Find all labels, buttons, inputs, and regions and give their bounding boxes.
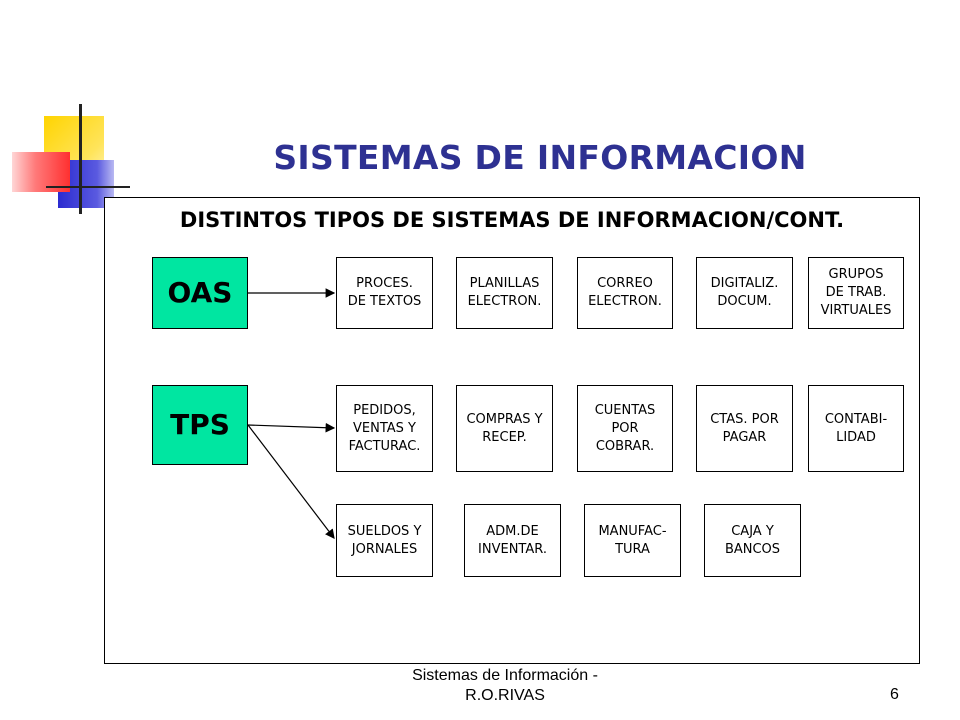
diagram-subtitle: DISTINTOS TIPOS DE SISTEMAS DE INFORMACI… (179, 208, 845, 232)
arrow-tps-row2 (247, 424, 335, 539)
tps-item-pedidos: PEDIDOS, VENTAS Y FACTURAC. (336, 385, 433, 472)
category-oas: OAS (152, 257, 248, 329)
page-number: 6 (890, 686, 899, 703)
decor-vertical-line (79, 104, 82, 214)
tps-item-manufactura: MANUFAC- TURA (584, 504, 681, 577)
tps-item-caja-bancos: CAJA Y BANCOS (704, 504, 801, 577)
arrow-tps-row1 (247, 422, 336, 433)
footer-author: Sistemas de Información - R.O.RIVAS (412, 667, 598, 704)
tps-item-cuentas-cobrar: CUENTAS POR COBRAR. (577, 385, 673, 472)
decor-horizontal-line (46, 186, 130, 188)
oas-item-digitaliz: DIGITALIZ. DOCUM. (696, 257, 793, 329)
decor-red-square (12, 152, 70, 192)
oas-item-proces-textos: PROCES. DE TEXTOS (336, 257, 433, 329)
tps-item-ctas-pagar: CTAS. POR PAGAR (696, 385, 793, 472)
category-tps: TPS (152, 385, 248, 465)
tps-item-sueldos: SUELDOS Y JORNALES (336, 504, 433, 577)
tps-item-contabilidad: CONTABI- LIDAD (808, 385, 904, 472)
tps-item-inventar: ADM.DE INVENTAR. (464, 504, 561, 577)
oas-item-correo: CORREO ELECTRON. (577, 257, 673, 329)
page-title: SISTEMAS DE INFORMACION (273, 138, 807, 177)
oas-item-grupos: GRUPOS DE TRAB. VIRTUALES (808, 257, 904, 329)
oas-item-planillas: PLANILLAS ELECTRON. (456, 257, 553, 329)
tps-item-compras: COMPRAS Y RECEP. (456, 385, 553, 472)
